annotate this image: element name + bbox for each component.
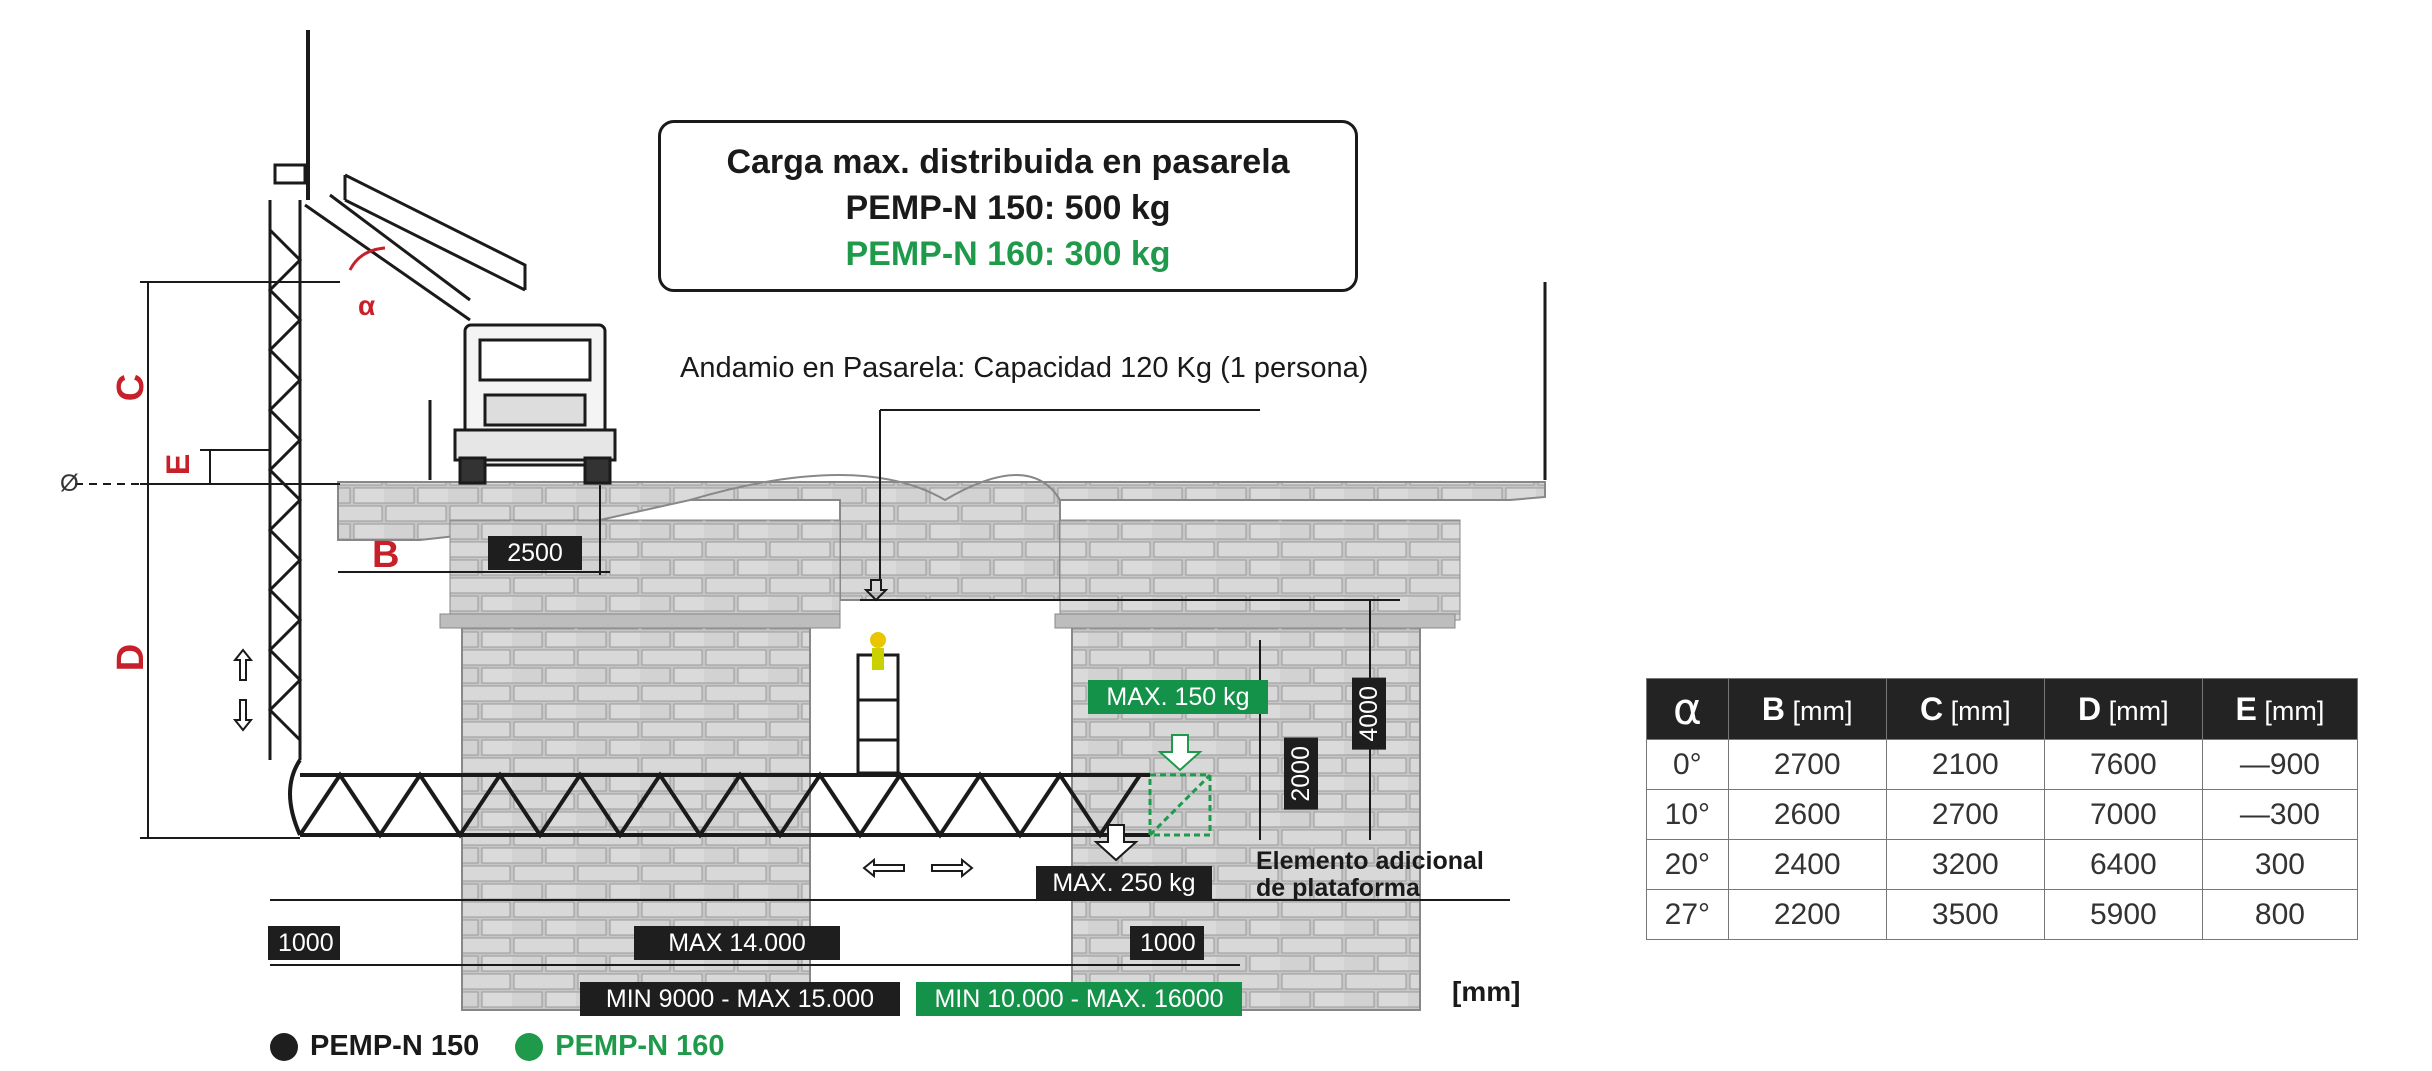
units-label: [mm] (1452, 976, 1521, 1007)
worker-figure (870, 632, 886, 670)
load-arrow-green (1157, 734, 1203, 772)
green-extension (1148, 773, 1212, 837)
crane-arm (304, 173, 527, 322)
cell-b: 2600 (1727, 789, 1887, 840)
tag-2000: 2000 (1284, 738, 1318, 810)
load-arrow-dark (1093, 824, 1139, 862)
cell-e: —900 (2201, 739, 2359, 790)
cell-d: 7000 (2043, 789, 2203, 840)
header-d: D [mm] (2043, 678, 2203, 740)
deck-right-block (1059, 519, 1461, 621)
tag-1000-right: 1000 (1130, 926, 1204, 960)
header-c: C [mm] (1885, 678, 2045, 740)
legend-item-pemp-150: PEMP-N 150 (270, 1030, 479, 1063)
legend-label-pemp-150: PEMP-N 150 (310, 1030, 480, 1062)
dim-letter-b: B (372, 534, 400, 576)
movement-arrows (232, 579, 974, 879)
dim-letter-c: C (110, 373, 153, 402)
tag-max-14000: MAX 14.000 (634, 926, 840, 960)
cell-c: 3500 (1885, 889, 2045, 940)
table-row: 27° 2200 3500 5900 800 (1646, 889, 2359, 940)
cell-e: 800 (2201, 889, 2359, 940)
info-line-1: Carga max. distribuida en pasarela (726, 143, 1290, 181)
cell-b: 2700 (1727, 739, 1887, 790)
info-line-3: PEMP-N 160: 300 kg (845, 235, 1171, 273)
header-b: B [mm] (1727, 678, 1887, 740)
tag-min-10000: MIN 10.000 - MAX. 16000 (916, 982, 1242, 1016)
cell-c: 2100 (1885, 739, 2045, 790)
scaffold-capacity-note: Andamio en Pasarela: Capacidad 120 Kg (1… (680, 352, 1369, 384)
header-e: E [mm] (2201, 678, 2359, 740)
tag-4000: 4000 (1352, 678, 1386, 750)
cell-e: 300 (2201, 839, 2359, 890)
table-row: 20° 2400 3200 6400 300 (1646, 839, 2359, 890)
load-info-box: Carga max. distribuida en pasarela PEMP-… (658, 120, 1358, 292)
cell-c: 3200 (1885, 839, 2045, 890)
legend-label-pemp-160: PEMP-N 160 (555, 1030, 725, 1062)
cell-d: 6400 (2043, 839, 2203, 890)
spec-table: α B [mm] C [mm] D [mm] E [mm] 0° 2700 21… (1646, 678, 2359, 940)
cell-e: —300 (2201, 789, 2359, 840)
cell-c: 2700 (1885, 789, 2045, 840)
cell-alpha: 0° (1646, 739, 1729, 790)
tag-1000-left: 1000 (268, 926, 340, 960)
table-row: 10° 2600 2700 7000 —300 (1646, 789, 2359, 840)
alpha-angle-label: α (358, 290, 375, 321)
cell-alpha: 27° (1646, 889, 1729, 940)
cell-d: 7600 (2043, 739, 2203, 790)
header-alpha: α (1646, 678, 1729, 740)
scaffold (856, 653, 900, 775)
cell-d: 5900 (2043, 889, 2203, 940)
bridge-arch (689, 474, 1061, 502)
cell-b: 2200 (1727, 889, 1887, 940)
spec-table-header: α B [mm] C [mm] D [mm] E [mm] (1646, 678, 2359, 740)
tag-max-250: MAX. 250 kg (1036, 866, 1212, 900)
zero-level-label: Ø (60, 470, 79, 497)
cell-b: 2400 (1727, 839, 1887, 890)
dimension-lines (75, 281, 1547, 966)
legend: PEMP-N 150 PEMP-N 160 (270, 1030, 760, 1063)
element-note-line-1: Elemento adicional (1256, 847, 1484, 875)
walkway-truss (288, 758, 1150, 839)
legend-dot-dark (270, 1032, 298, 1061)
legend-dot-green (515, 1032, 544, 1061)
element-note-line-2: de plataforma (1256, 874, 1420, 902)
cell-alpha: 20° (1646, 839, 1729, 890)
dim-letter-e: E (160, 453, 197, 476)
additional-element-note: Elemento adicional de plataforma (1256, 848, 1484, 902)
cell-alpha: 10° (1646, 789, 1729, 840)
legend-item-pemp-160: PEMP-N 160 (515, 1030, 724, 1063)
truck (428, 323, 617, 485)
table-row: 0° 2700 2100 7600 —900 (1646, 739, 2359, 790)
tag-min-9000: MIN 9000 - MAX 15.000 (580, 982, 900, 1016)
info-line-2: PEMP-N 150: 500 kg (845, 189, 1171, 227)
deck-left-block (449, 519, 841, 621)
alpha-angle-arc (348, 246, 386, 271)
dim-letter-d: D (110, 643, 153, 672)
vertical-mast (267, 30, 310, 760)
tag-max-150: MAX. 150 kg (1088, 680, 1268, 714)
tag-2500: 2500 (488, 536, 582, 570)
